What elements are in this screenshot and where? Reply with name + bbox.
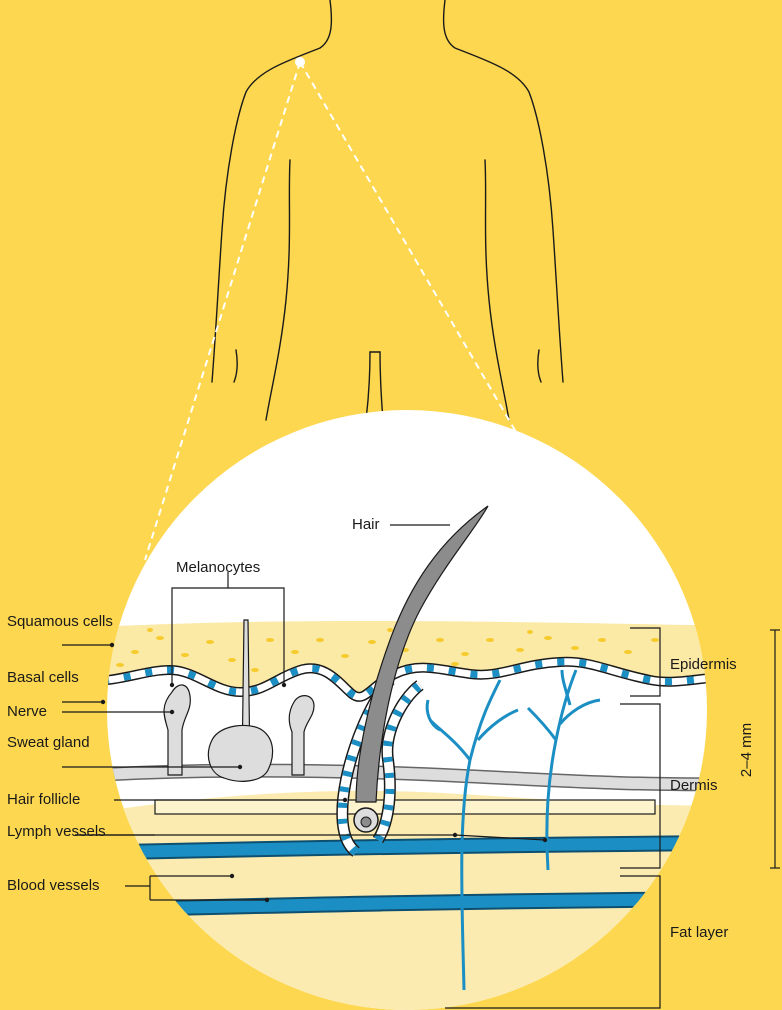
sweat-gland (208, 725, 272, 781)
blood-vessels-label: Blood vessels (7, 876, 100, 896)
hair-label: Hair (352, 515, 380, 535)
nerve-label: Nerve (7, 702, 47, 722)
sweat-gland-label: Sweat gland (7, 733, 117, 753)
squamous-cells-label: Squamous cells (7, 612, 117, 632)
dermis-label: Dermis (670, 776, 718, 796)
lymph-vessels-label: Lymph vessels (7, 822, 117, 842)
location-dot (295, 57, 305, 67)
epidermis-label: Epidermis (670, 655, 737, 675)
thickness-label: 2–4 mm (737, 723, 757, 777)
fat-layer-label: Fat layer (670, 923, 728, 943)
melanocytes-label: Melanocytes (176, 558, 260, 578)
hair-follicle-label: Hair follicle (7, 790, 80, 810)
basal-cells-label: Basal cells (7, 668, 117, 688)
lymph-vessel (155, 800, 655, 814)
